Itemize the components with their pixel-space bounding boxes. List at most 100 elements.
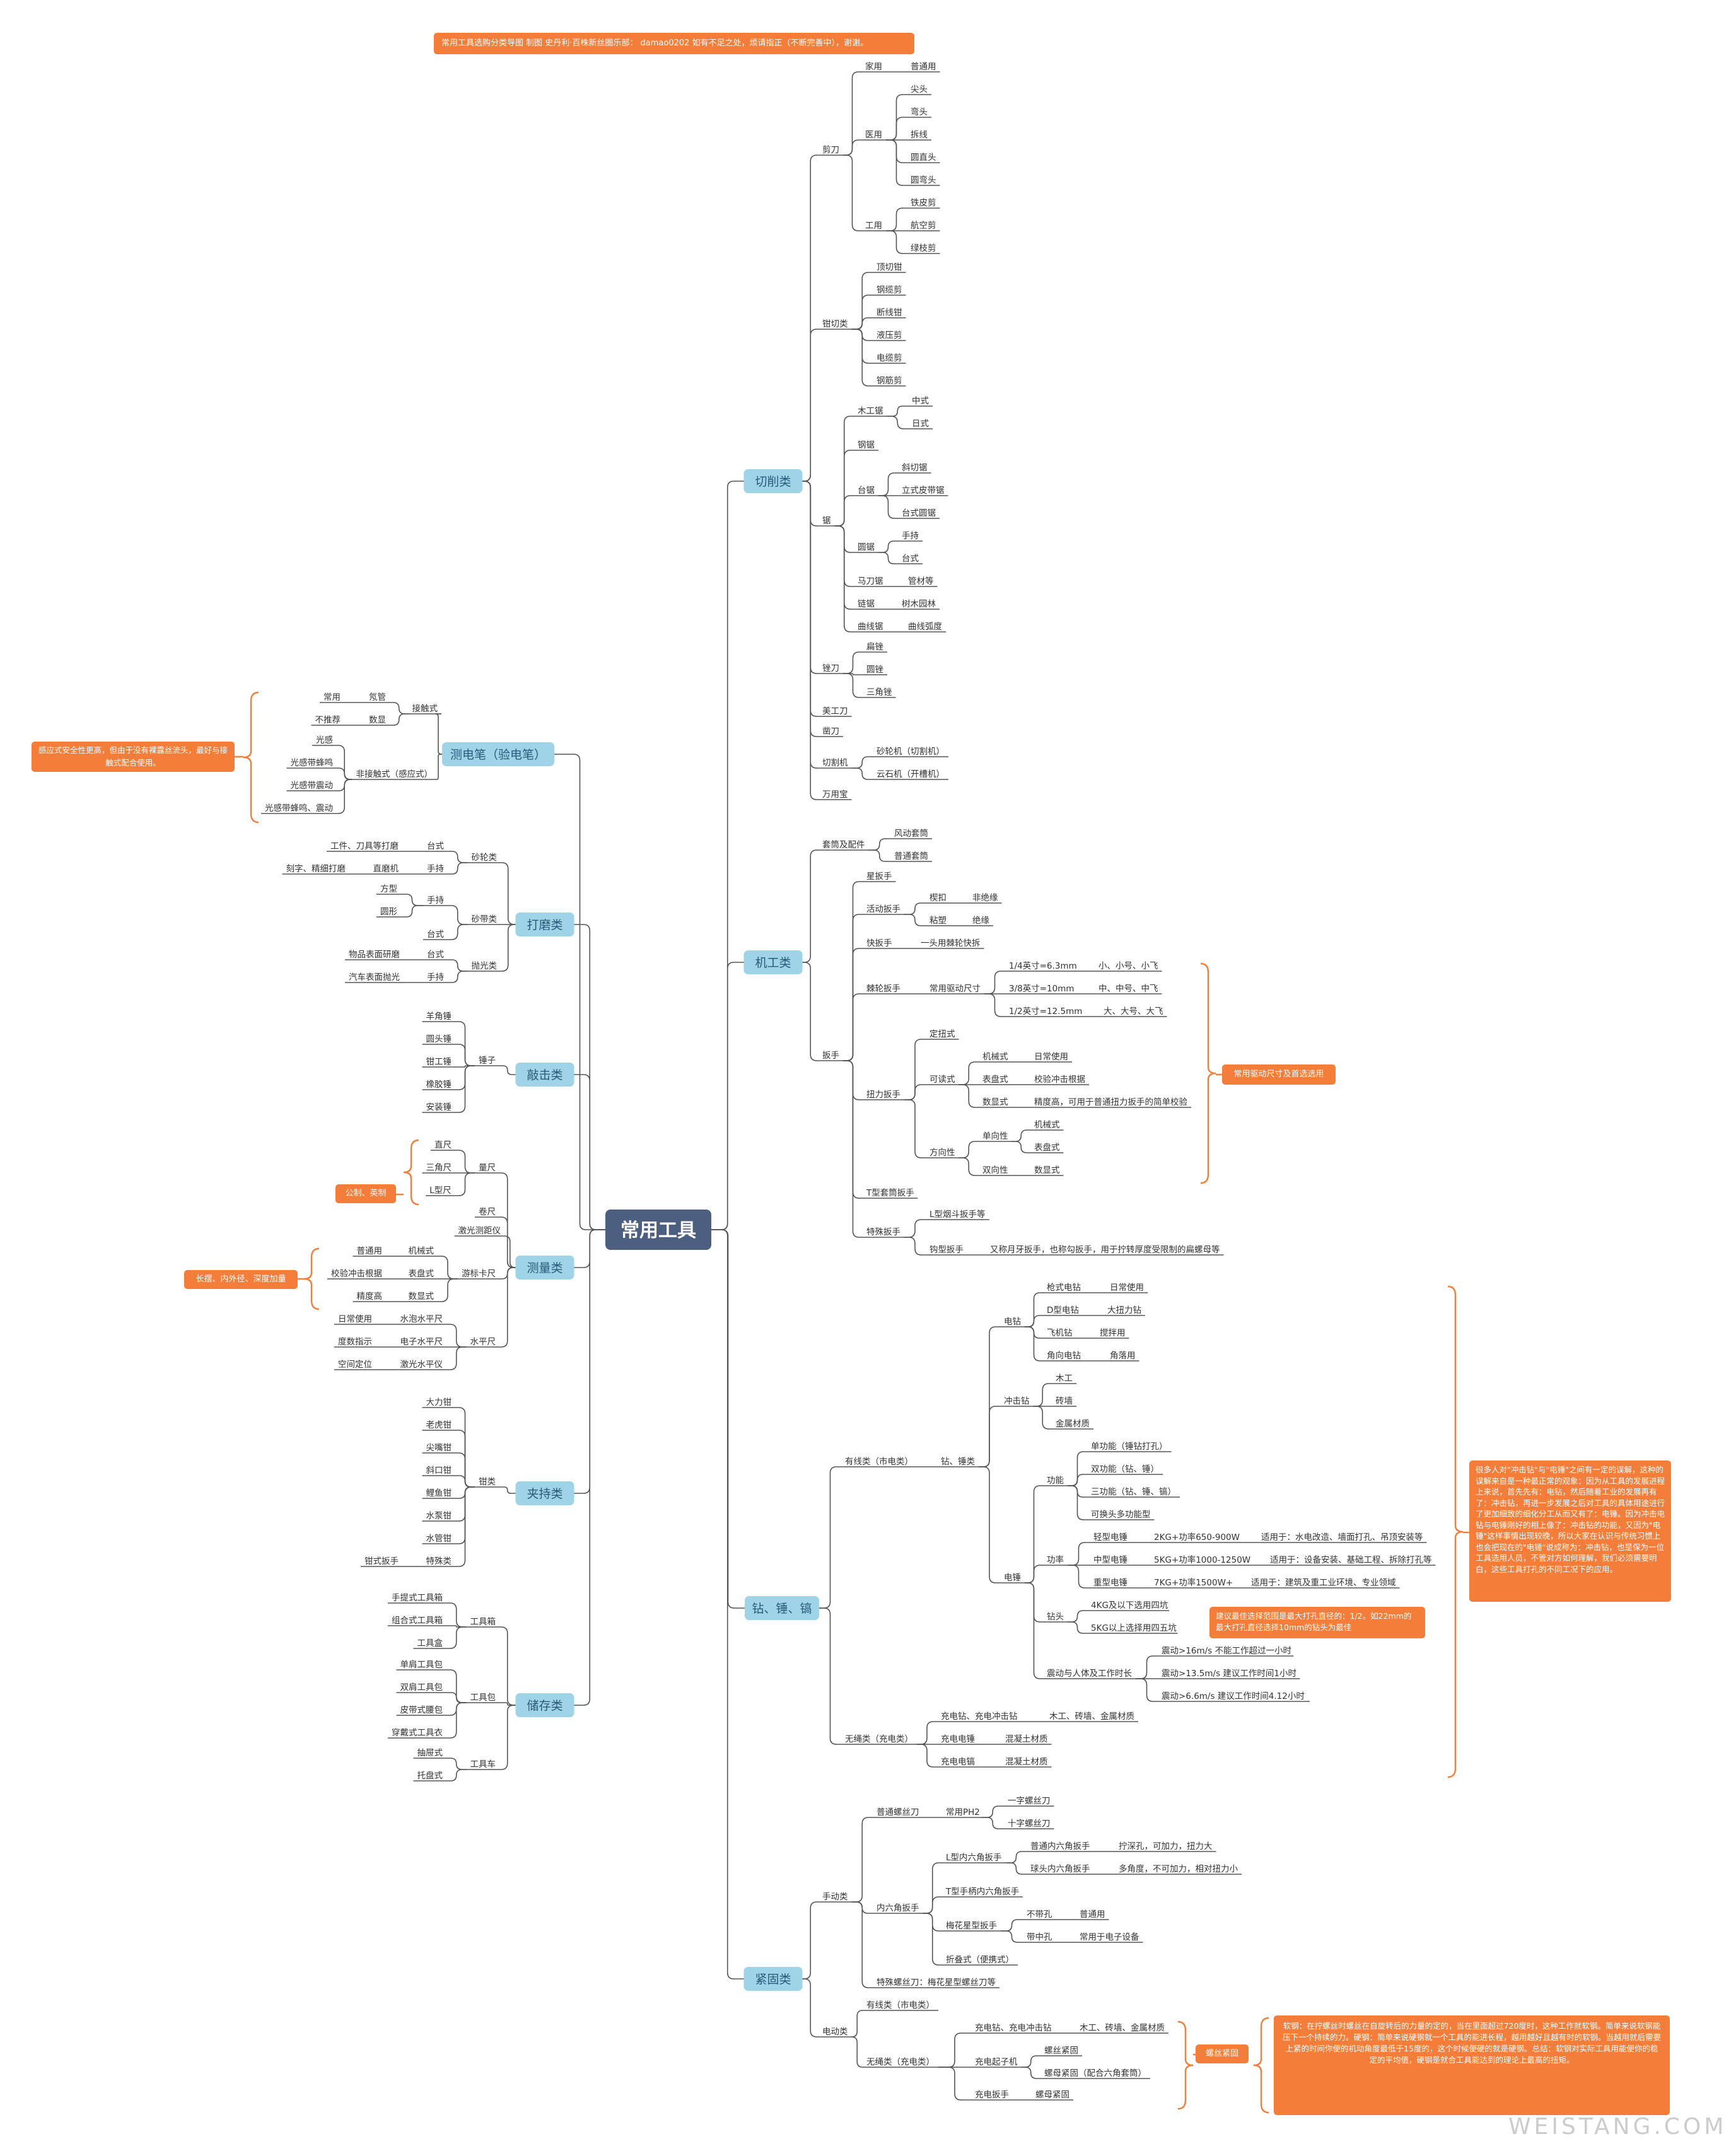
node-main-cut-saw-saber: 马刀锯 (858, 576, 883, 586)
node-main-mach-wrench-quick: 快扳手 (866, 938, 892, 948)
branch-main-grind-label[interactable]: 打磨类 (515, 913, 574, 936)
branch-main-drill-label[interactable]: 钻、锤、镐 (745, 1596, 819, 1620)
svg-text:钻、锤、镐: 钻、锤、镐 (752, 1602, 812, 1616)
node-main-drill-f2: 双功能（钻、锤） (1091, 1464, 1159, 1474)
branch-main-clamp-label[interactable]: 夹持类 (515, 1481, 574, 1505)
node-main-cut-saw-label: 锯 (822, 516, 831, 526)
node-main-cut-pliers-i3: 断线钳 (877, 308, 902, 318)
node-main-cut-scissors-ind1: 铁皮剪 (911, 198, 936, 208)
node-main-measure-l3: 空间定位 (338, 1360, 372, 1370)
node-main-clamp-p7: 水管钳 (426, 1534, 452, 1544)
branch-main-strike-label[interactable]: 敲击类 (515, 1063, 574, 1087)
node-main-pen-contact: 接触式 (412, 703, 438, 714)
branch-main-fast-label[interactable]: 紧固类 (743, 1967, 803, 1991)
node-main-cut-scissors-home: 家用 (865, 61, 882, 72)
svg-text:切削类: 切削类 (755, 475, 791, 489)
node-main-drill-bit: 钻头 (1047, 1612, 1064, 1622)
node-main-cut-saw-curve1: 曲线弧度 (908, 622, 942, 632)
node-main-fast-hexL: L型内六角扳手 (946, 1853, 1002, 1863)
node-main-measure-ca3: 精度高 (357, 1291, 383, 1302)
node-main-measure-ca2: 校验冲击根据 (331, 1268, 382, 1279)
node-main-grind-po1b: 台式 (427, 950, 445, 960)
node-main-drill-func: 功能 (1047, 1476, 1064, 1486)
node-main-measure-l3b: 激光水平仪 (400, 1360, 443, 1370)
svg-text:紧固类: 紧固类 (755, 1973, 791, 1986)
node-main-fast-hexP: 梅花星型扳手 (946, 1921, 997, 1931)
node-main-drill-p3b: 7KG+功率1500W+ (1154, 1577, 1233, 1588)
node-main-cut-pliers-label: 钳切类 (822, 319, 848, 329)
node-main-fast-ec2b: 螺母紧固（配合六角套筒） (1044, 2068, 1146, 2079)
node-main-store-g4: 穿戴式工具衣 (392, 1728, 443, 1738)
node-main-fast-hexL2: 球头内六角扳手 (1030, 1864, 1090, 1874)
node-main-cut-scissors-ind3: 绿枝剪 (911, 243, 936, 254)
node-main-fast-ec3a: 螺母紧固 (1035, 2090, 1069, 2100)
node-main-grind-p3: 手持 (427, 895, 444, 906)
node-main-measure-r2: 三角尺 (426, 1163, 452, 1173)
node-main-fast-ec1b: 木工、砖墙、金属材质 (1080, 2023, 1165, 2033)
node-main-drill-e4b: 角落用 (1110, 1351, 1136, 1361)
node-main-grind-po2: 汽车表面抛光 (349, 972, 400, 983)
node-main-mach-wrench-r1b: 日常使用 (1034, 1051, 1068, 1062)
node-main-grind-paper: 砂带类 (472, 914, 498, 924)
node-main-cut-scissors-med4: 圆直头 (911, 153, 936, 163)
node-main-measure-ca2b: 表盘式 (409, 1268, 434, 1279)
node-main-cut-saw-curve: 曲线锯 (858, 622, 883, 632)
top-note: 常用工具选购分类导图 制图 史丹利·百株新丝圈乐部： damao0202 如有不… (434, 33, 914, 54)
note-pen: 感应式安全性更高，但由于没有裸露丝流头，最好与接触式配合使用。 (32, 742, 235, 772)
branch-main-measure-label[interactable]: 测量类 (515, 1256, 574, 1280)
node-main-mach-wrench-uni: 单向性 (982, 1131, 1008, 1141)
branch-main-mach-label[interactable]: 机工类 (743, 950, 803, 974)
node-main-fast-ec1: 充电钻、充电冲击钻 (975, 2023, 1052, 2033)
node-main-drill-c1: 充电钻、充电冲击钻 (941, 1712, 1018, 1722)
node-main-mach-wrench-r3: 数显式 (982, 1097, 1008, 1107)
node-main-cut-pliers-i5: 电缆剪 (877, 353, 902, 363)
node-main-drill-p1c: 适用于：水电改造、墙面打孔、吊顶安装等 (1261, 1532, 1423, 1542)
node-main-cut-cutter-label: 切割机 (822, 757, 848, 768)
node-main-measure-ca3b: 数显式 (409, 1292, 434, 1302)
node-main-cut-scissors-med: 医用 (865, 130, 882, 140)
branch-main-cut-label[interactable]: 切削类 (743, 469, 803, 493)
node-main-drill-hammer: 电锤 (1004, 1573, 1021, 1583)
svg-text:机工类: 机工类 (755, 956, 791, 970)
node-main-clamp-p3: 尖嘴钳 (426, 1443, 452, 1453)
node-main-cut-file-label: 锉刀 (822, 663, 839, 674)
root-node[interactable]: 常用工具 (605, 1210, 711, 1250)
node-main-fast-ec: 无绳类（充电类） (866, 2057, 935, 2067)
node-main-mach-wrench-special: 特殊扳手 (866, 1227, 900, 1237)
node-main-fast-ec2a: 螺丝紧固 (1044, 2046, 1078, 2056)
node-main-strike-h1: 羊角锤 (426, 1012, 452, 1022)
node-main-drill-imp2: 砖墙 (1056, 1396, 1073, 1406)
branch-main-store-label[interactable]: 储存类 (515, 1693, 574, 1717)
node-main-cut-saw-wood2: 日式 (912, 419, 929, 429)
watermark: WEISTANG.COM (1508, 2114, 1727, 2140)
node-main-fast-hex: 内六角扳手 (877, 1903, 919, 1913)
node-main-mach-wrench-d1b: 小、小号、小飞 (1098, 961, 1158, 971)
node-main-fast-special: 特殊螺丝刀：梅花星型螺丝刀等 (877, 1977, 996, 1988)
node-main-mach-wrench-d2: 3/8英寸=10mm (1009, 983, 1075, 994)
node-main-clamp-p8a: 钳式扳手 (364, 1556, 399, 1566)
node-main-fast-sd: 普通螺丝刀 (877, 1807, 919, 1817)
branch-main-pen-label[interactable]: 测电笔（验电笔） (442, 742, 554, 766)
node-main-grind-w1: 工件、刀具等打磨 (330, 841, 399, 851)
node-main-grind-p4: 台式 (427, 930, 445, 940)
node-main-pen-c2b: 数显 (369, 715, 386, 725)
node-main-cut-saw-circ2: 台式 (902, 554, 919, 564)
node-main-cut-saw-steel: 钢锯 (858, 440, 875, 450)
node-main-fast-hexP1b: 普通用 (1080, 1910, 1105, 1920)
node-main-mach-wrench-sp2: 钩型扳手 (929, 1245, 964, 1255)
node-main-fast-manual: 手动类 (822, 1892, 848, 1902)
node-main-pen-c2: 不推荐 (315, 715, 341, 725)
node-main-drill-c2: 充电电锤 (941, 1734, 975, 1744)
node-main-mach-wrench-ratchet: 棘轮扳手 (866, 984, 900, 994)
node-main-measure-caliper: 游标卡尺 (462, 1269, 496, 1279)
node-main-grind-po2b: 手持 (427, 972, 444, 983)
node-main-strike-hammer: 锤子 (479, 1056, 496, 1066)
node-main-mach-wrench-sp2b: 又称月牙扳手，也称勾扳手，用于拧转厚度受限制的扁螺母等 (990, 1244, 1220, 1255)
node-main-measure-r1: 直尺 (434, 1140, 451, 1150)
node-main-cut-scissors-ind: 工用 (865, 221, 882, 231)
note-ruler: 公制、英制 (335, 1184, 396, 1203)
node-main-fast-sd1a: 一字螺丝刀 (1008, 1796, 1051, 1806)
node-main-store-cart: 工具车 (470, 1759, 496, 1770)
node-main-drill-power: 功率 (1047, 1554, 1064, 1565)
node-main-cut-scissors-med1: 尖头 (911, 85, 928, 95)
